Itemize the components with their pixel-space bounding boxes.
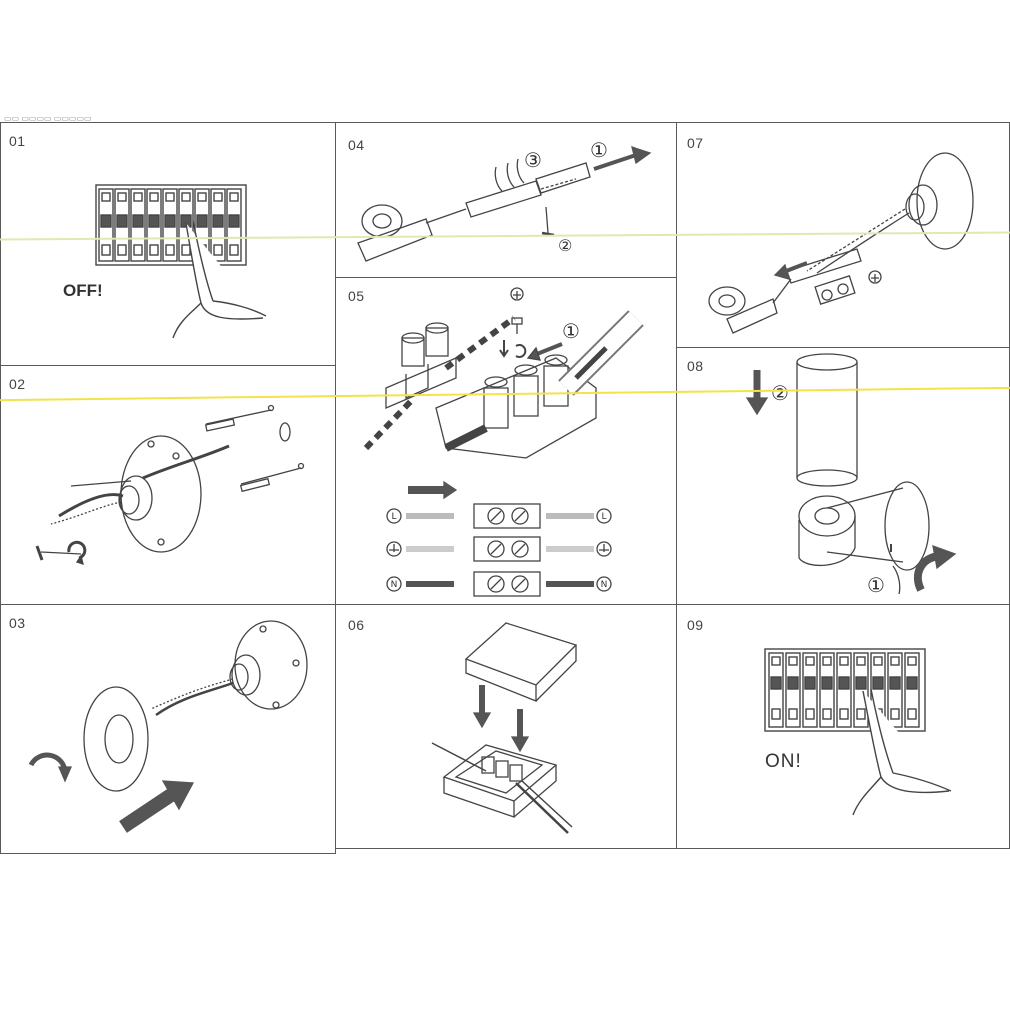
off-caption: OFF! [63,281,103,300]
panel-number: 01 [9,133,26,149]
panel-number: 02 [9,376,26,392]
on-caption: ON! [765,751,802,772]
panel-05: 05 [335,277,677,605]
panel-number: 09 [687,617,704,633]
breaker-off-illustration [95,184,267,339]
callout-step2: ② [558,236,572,255]
panel-08: 08 ② ① [676,347,1010,605]
disconnect-wire-illustration: ③ ① ② [357,138,652,262]
neutral-symbol-right: N [601,580,608,590]
cover-fit-illustration [28,620,308,833]
callout-step2: ② [771,381,789,405]
reconnect-illustration [708,152,974,334]
mount-plate-illustration [35,404,305,565]
panel-09: 09 ON! [676,604,1010,849]
callout-step1: ① [590,138,608,162]
panel-number: 03 [9,615,26,631]
panel-number: 06 [348,617,365,633]
panel-number: 08 [687,358,704,374]
instruction-sheet: 01 OFF! 02 [0,110,1010,855]
header-scribble: ▭▭ ▭▭▭▭ ▭▭▭▭▭ [4,114,92,123]
panel-01: 01 OFF! [0,122,336,366]
panel-04: 04 ③ ① ② [335,122,677,278]
live-symbol-left: L [391,512,396,522]
panel-number: 04 [348,137,365,153]
shade-fit-illustration: ② ① [745,353,957,597]
panel-03: 03 [0,604,336,854]
live-symbol-right: L [601,512,606,522]
neutral-symbol-left: N [391,580,398,590]
callout-step1: ① [562,319,580,343]
callout-step1: ① [867,573,885,597]
callout-step3: ③ [524,148,542,172]
breaker-on-illustration [764,648,952,816]
panel-number: 07 [687,135,704,151]
terminal-block-illustration: ① L N L N [363,287,644,597]
panel-number: 05 [348,288,365,304]
junction-box-illustration [431,622,578,834]
panel-06: 06 [335,604,677,849]
panel-02: 02 [0,365,336,605]
